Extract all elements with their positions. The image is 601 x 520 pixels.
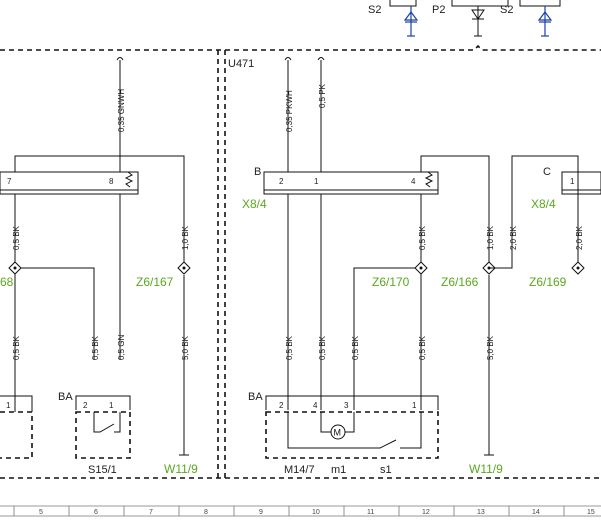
wire-label-bk-h: 0,5 BK bbox=[351, 335, 360, 360]
wire-label-pk: 0,5 PK bbox=[318, 83, 327, 108]
ruler-11: 11 bbox=[367, 509, 374, 516]
wire-label-bk50-right: 5,0 BK bbox=[486, 335, 495, 360]
pin-3-m14: 3 bbox=[344, 401, 349, 410]
ground-point-z6-169: Z6/169 bbox=[529, 275, 567, 289]
pin-7: 7 bbox=[7, 177, 12, 186]
pin-2-s15: 2 bbox=[83, 401, 88, 410]
ground-point-68: 68 bbox=[0, 275, 14, 289]
ground-point-z6-167: Z6/167 bbox=[136, 275, 174, 289]
ruler-14: 14 bbox=[532, 509, 540, 516]
wire-label-bk50-left: 5,0 BK bbox=[181, 335, 190, 360]
component-m14-7: M14/7 bbox=[284, 464, 315, 476]
pin-2-x8: 2 bbox=[279, 177, 284, 186]
ruler-9: 9 bbox=[259, 509, 263, 516]
wire-label-bk10-left: 1,0 BK bbox=[181, 225, 190, 250]
wire-label-gn: 0,5 GN bbox=[117, 334, 126, 360]
wire-label-bk-b: 0,5 BK bbox=[12, 335, 21, 360]
ruler-13: 13 bbox=[477, 509, 485, 516]
connector-label-ba-left: BA bbox=[58, 391, 73, 403]
pin-1-x8: 1 bbox=[314, 177, 319, 186]
left-section: 7 8 0,35 GNWH 0,5 BK 0,5 BK 0,5 BK 0,5 G… bbox=[0, 57, 198, 476]
pin-1-s15: 1 bbox=[109, 401, 114, 410]
top-connectors: S2 P2 S2 bbox=[368, 0, 561, 37]
wire-label-gnwh: 0,35 GNWH bbox=[117, 89, 126, 132]
wire-label-bk-c: 0,5 BK bbox=[91, 335, 100, 360]
pin-4-x8: 4 bbox=[411, 177, 416, 186]
top-marker-s2-right: S2 bbox=[500, 4, 513, 16]
frame-borders bbox=[0, 44, 601, 479]
wire-label-bk-d: 0,5 BK bbox=[285, 335, 294, 360]
pin-1-c: 1 bbox=[570, 177, 575, 186]
connector-x8-4-right: X8/4 bbox=[531, 197, 556, 211]
ground-ref-w11-9-right: W11/9 bbox=[469, 462, 503, 476]
connector-label-c: C bbox=[543, 166, 551, 178]
top-marker-p2: P2 bbox=[432, 4, 445, 16]
pin-2-m14: 2 bbox=[279, 401, 284, 410]
motor-symbol: M bbox=[334, 428, 342, 438]
ruler-15: 15 bbox=[587, 509, 595, 516]
component-s1: s1 bbox=[380, 464, 392, 476]
ruler-12: 12 bbox=[422, 509, 430, 516]
ruler-7: 7 bbox=[149, 509, 153, 516]
ground-point-z6-170: Z6/170 bbox=[372, 275, 410, 289]
connector-label-b: B bbox=[254, 166, 261, 178]
pin-8: 8 bbox=[109, 177, 114, 186]
ruler-5: 5 bbox=[39, 509, 43, 516]
ruler-6: 6 bbox=[94, 509, 98, 516]
connector-label-ba-right: BA bbox=[248, 391, 263, 403]
ruler-10: 10 bbox=[312, 509, 320, 516]
wire-label-bk-e: 0,5 BK bbox=[318, 335, 327, 360]
wire-label-bk10-right: 1,0 BK bbox=[486, 225, 495, 250]
group-label-u471: U471 bbox=[228, 58, 254, 70]
ruler-8: 8 bbox=[204, 509, 208, 516]
pin-1-left-box: 1 bbox=[6, 401, 11, 410]
wire-label-bk20-a: 2,0 BK bbox=[509, 225, 518, 250]
wire-label-bk20-b: 2,0 BK bbox=[575, 225, 584, 250]
grid-ruler: 5 6 7 8 9 10 11 12 13 14 15 bbox=[0, 505, 601, 517]
wire-label-bk-g: 0,5 BK bbox=[418, 335, 427, 360]
wire-label-bk-f: 0,5 BK bbox=[418, 225, 427, 250]
pin-4-m14: 4 bbox=[313, 401, 318, 410]
wire-label-pkwh: 0,35 PKWH bbox=[285, 90, 294, 132]
component-m1: m1 bbox=[331, 464, 346, 476]
connector-x8-4-left: X8/4 bbox=[242, 197, 267, 211]
component-s15-1: S15/1 bbox=[88, 464, 117, 476]
wire-label-bk-a: 0,5 BK bbox=[12, 225, 21, 250]
ground-point-z6-166: Z6/166 bbox=[441, 275, 479, 289]
pin-1-m14: 1 bbox=[412, 401, 417, 410]
top-marker-s2-left: S2 bbox=[368, 4, 381, 16]
ground-ref-w11-9-left: W11/9 bbox=[164, 462, 198, 476]
right-section: B X8/4 2 1 4 0,35 PKWH 0,5 PK 1,0 BK 5,0… bbox=[242, 57, 601, 476]
